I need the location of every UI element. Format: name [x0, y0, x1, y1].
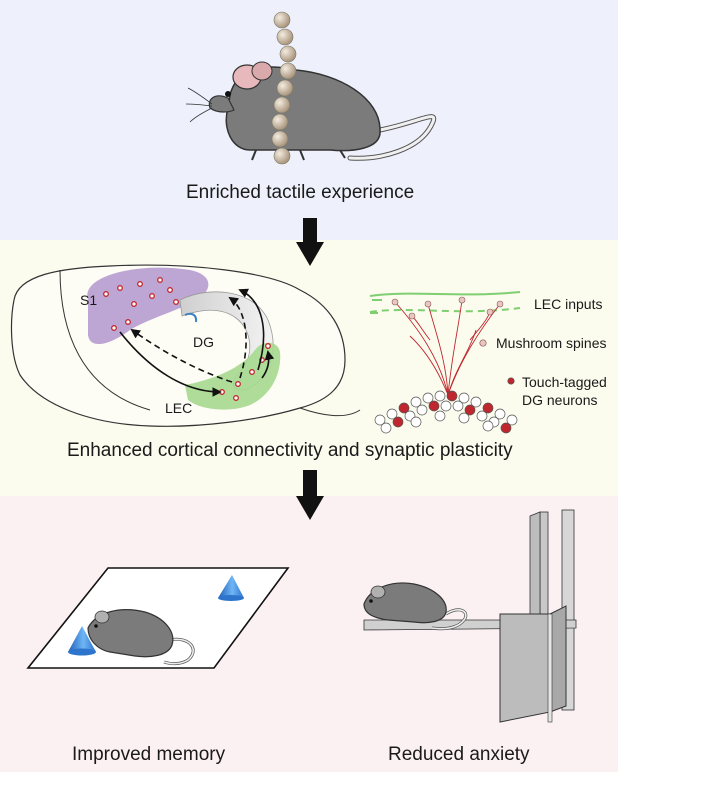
mushroom-spines-label: Mushroom spines — [496, 335, 607, 351]
lec-region — [185, 342, 281, 410]
dendrites — [394, 299, 501, 396]
granule-cell-layer — [374, 390, 518, 434]
lec-neurons — [219, 343, 271, 401]
cone-object-icon — [218, 575, 244, 601]
lec-inputs-label: LEC inputs — [534, 296, 603, 312]
object-recognition-arena — [26, 567, 290, 669]
touch-tagged-legend-icon — [507, 377, 515, 385]
mushroom-spine-legend-icon — [479, 339, 487, 347]
dg-neurons-label: DG neurons — [522, 392, 598, 408]
arrow-down-icon — [296, 218, 324, 266]
dg-neuron-detail — [369, 291, 521, 434]
s1-neurons — [103, 277, 179, 331]
reduced-anxiety-caption: Reduced anxiety — [388, 744, 530, 765]
enriched-tactile-caption: Enriched tactile experience — [186, 182, 415, 203]
touch-tagged-label: Touch-tagged — [522, 374, 607, 390]
arrow-down-icon — [296, 470, 324, 520]
mouse-icon — [87, 609, 195, 666]
dg-label: DG — [193, 334, 214, 350]
cone-object-icon — [68, 626, 96, 656]
improved-memory-caption: Improved memory — [72, 744, 226, 765]
enhanced-connectivity-caption: Enhanced cortical connectivity and synap… — [67, 440, 513, 461]
mouse-with-beads-illustration — [185, 11, 437, 165]
mouse-icon — [363, 582, 468, 631]
lec-label: LEC — [165, 400, 193, 416]
s1-label: S1 — [80, 292, 98, 308]
mushroom-spines — [391, 296, 504, 320]
brain-schematic — [10, 264, 361, 427]
bead-string — [271, 11, 297, 165]
elevated-maze-apparatus — [363, 509, 577, 723]
